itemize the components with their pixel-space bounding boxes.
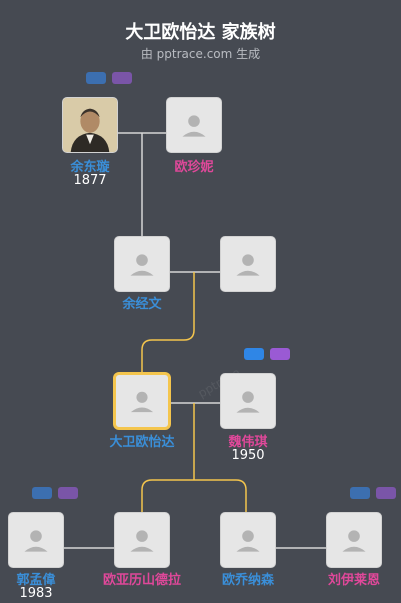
person-card[interactable] [114, 512, 170, 568]
person-name[interactable]: 大卫欧怡达 [109, 435, 175, 450]
person-name[interactable]: 余东璇 [70, 160, 110, 175]
person-name[interactable]: 欧乔纳森 [221, 573, 274, 588]
show-female-toggle[interactable] [112, 72, 132, 84]
portrait-photo [63, 98, 117, 152]
page-subtitle: 由 pptrace.com 生成 [140, 47, 261, 61]
person-birth-year: 1877 [73, 173, 107, 188]
person-birth-year: 1983 [19, 586, 53, 601]
toggle-group-1[interactable] [86, 72, 138, 86]
person-placeholder-icon [236, 530, 260, 552]
person-placeholder-icon [130, 530, 154, 552]
toggle-group-3[interactable] [32, 487, 84, 501]
person-name[interactable]: 刘伊莱恩 [327, 573, 380, 588]
person-card-photo[interactable] [62, 97, 118, 153]
show-male-toggle[interactable] [32, 487, 52, 499]
person-card[interactable] [220, 373, 276, 429]
person-name[interactable]: 欧珍妮 [174, 160, 214, 175]
person-name[interactable]: 魏伟琪 [228, 435, 268, 450]
person-placeholder-icon [182, 115, 206, 137]
person-name[interactable]: 郭孟偉 [16, 573, 56, 588]
person-card[interactable] [166, 97, 222, 153]
toggle-group-4[interactable] [350, 487, 401, 501]
person-name[interactable]: 余经文 [122, 297, 162, 312]
show-male-toggle[interactable] [350, 487, 370, 499]
show-female-toggle[interactable] [376, 487, 396, 499]
show-male-toggle[interactable] [244, 348, 264, 360]
show-female-toggle[interactable] [270, 348, 290, 360]
person-name[interactable]: 欧亚历山德拉 [102, 573, 181, 588]
show-male-toggle[interactable] [86, 72, 106, 84]
person-card[interactable] [326, 512, 382, 568]
person-placeholder-icon [130, 391, 154, 413]
person-card-selected[interactable] [114, 373, 170, 429]
page-title: 大卫欧怡达 家族树 [125, 22, 276, 43]
person-placeholder-icon [130, 254, 154, 276]
person-card[interactable] [220, 236, 276, 292]
person-card[interactable] [114, 236, 170, 292]
person-placeholder-icon [342, 530, 366, 552]
person-placeholder-icon [24, 530, 48, 552]
person-card[interactable] [8, 512, 64, 568]
person-placeholder-icon [236, 254, 260, 276]
show-female-toggle[interactable] [58, 487, 78, 499]
toggle-group-2[interactable] [244, 348, 296, 362]
person-placeholder-icon [236, 391, 260, 413]
person-birth-year: 1950 [231, 448, 265, 463]
person-card[interactable] [220, 512, 276, 568]
